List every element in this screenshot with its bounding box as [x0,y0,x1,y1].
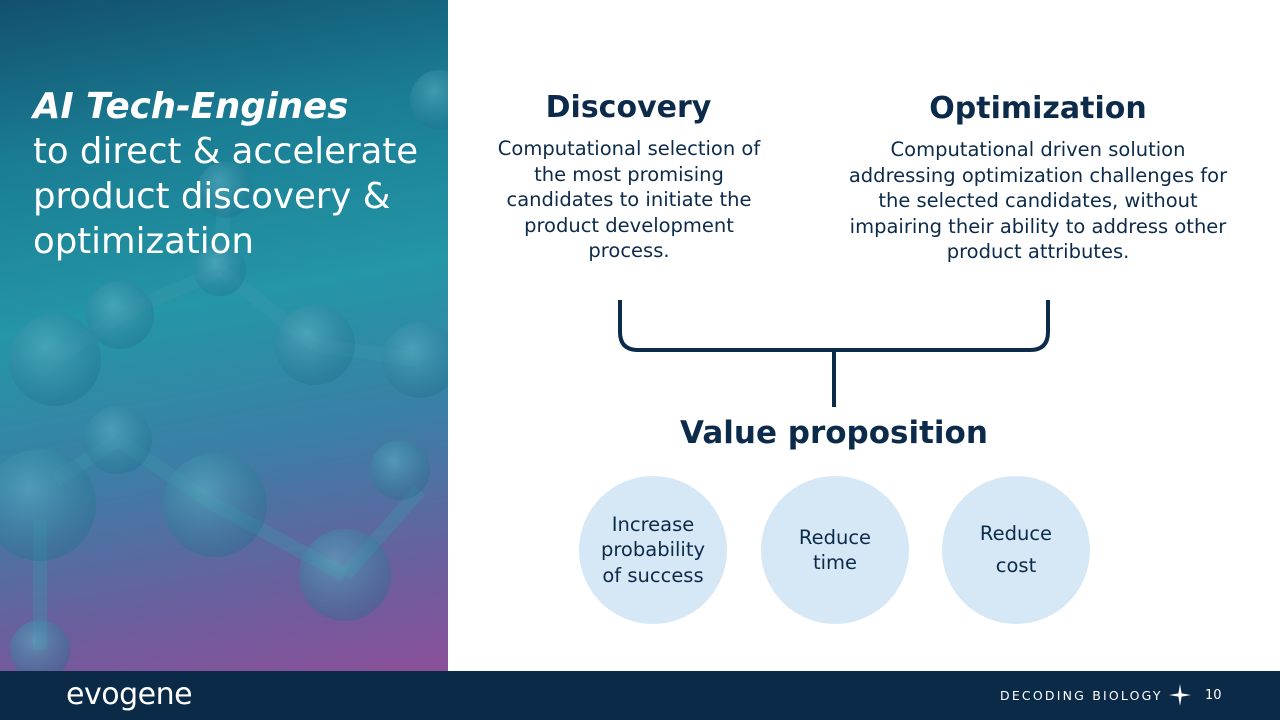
value-circle-success: Increase probability of success [579,476,727,624]
value-item-label: Reduce time [798,525,872,575]
footer-tagline: DECODING BIOLOGY [1000,688,1163,703]
headline-emphasis: AI Tech-Engines [33,86,349,127]
hero-panel: AI Tech-Engines to direct & accelerate p… [0,0,448,671]
footer-bar: evogene DECODING BIOLOGY 10 [0,671,1280,720]
value-item-label: Increase probability of success [600,512,706,587]
optimization-title: Optimization [929,91,1147,126]
discovery-title: Discovery [545,90,712,125]
molecule-background-illustration [0,70,448,671]
sparkle-icon [1169,684,1191,706]
hero-headline: AI Tech-Engines to direct & accelerate p… [33,84,443,264]
discovery-description: Computational selection of the most prom… [497,137,761,262]
value-proposition-title: Value proposition [680,415,988,451]
optimization-description: Computational driven solution addressing… [848,138,1228,263]
value-circle-cost: Reduce cost [942,476,1090,624]
value-item-label: Reduce cost [979,522,1053,577]
page-number: 10 [1205,688,1222,703]
headline-text: to direct & accelerate product discovery… [33,131,419,262]
value-circle-time: Reduce time [761,476,909,624]
bracket-connector [618,300,1050,407]
company-logo: evogene [66,677,193,712]
